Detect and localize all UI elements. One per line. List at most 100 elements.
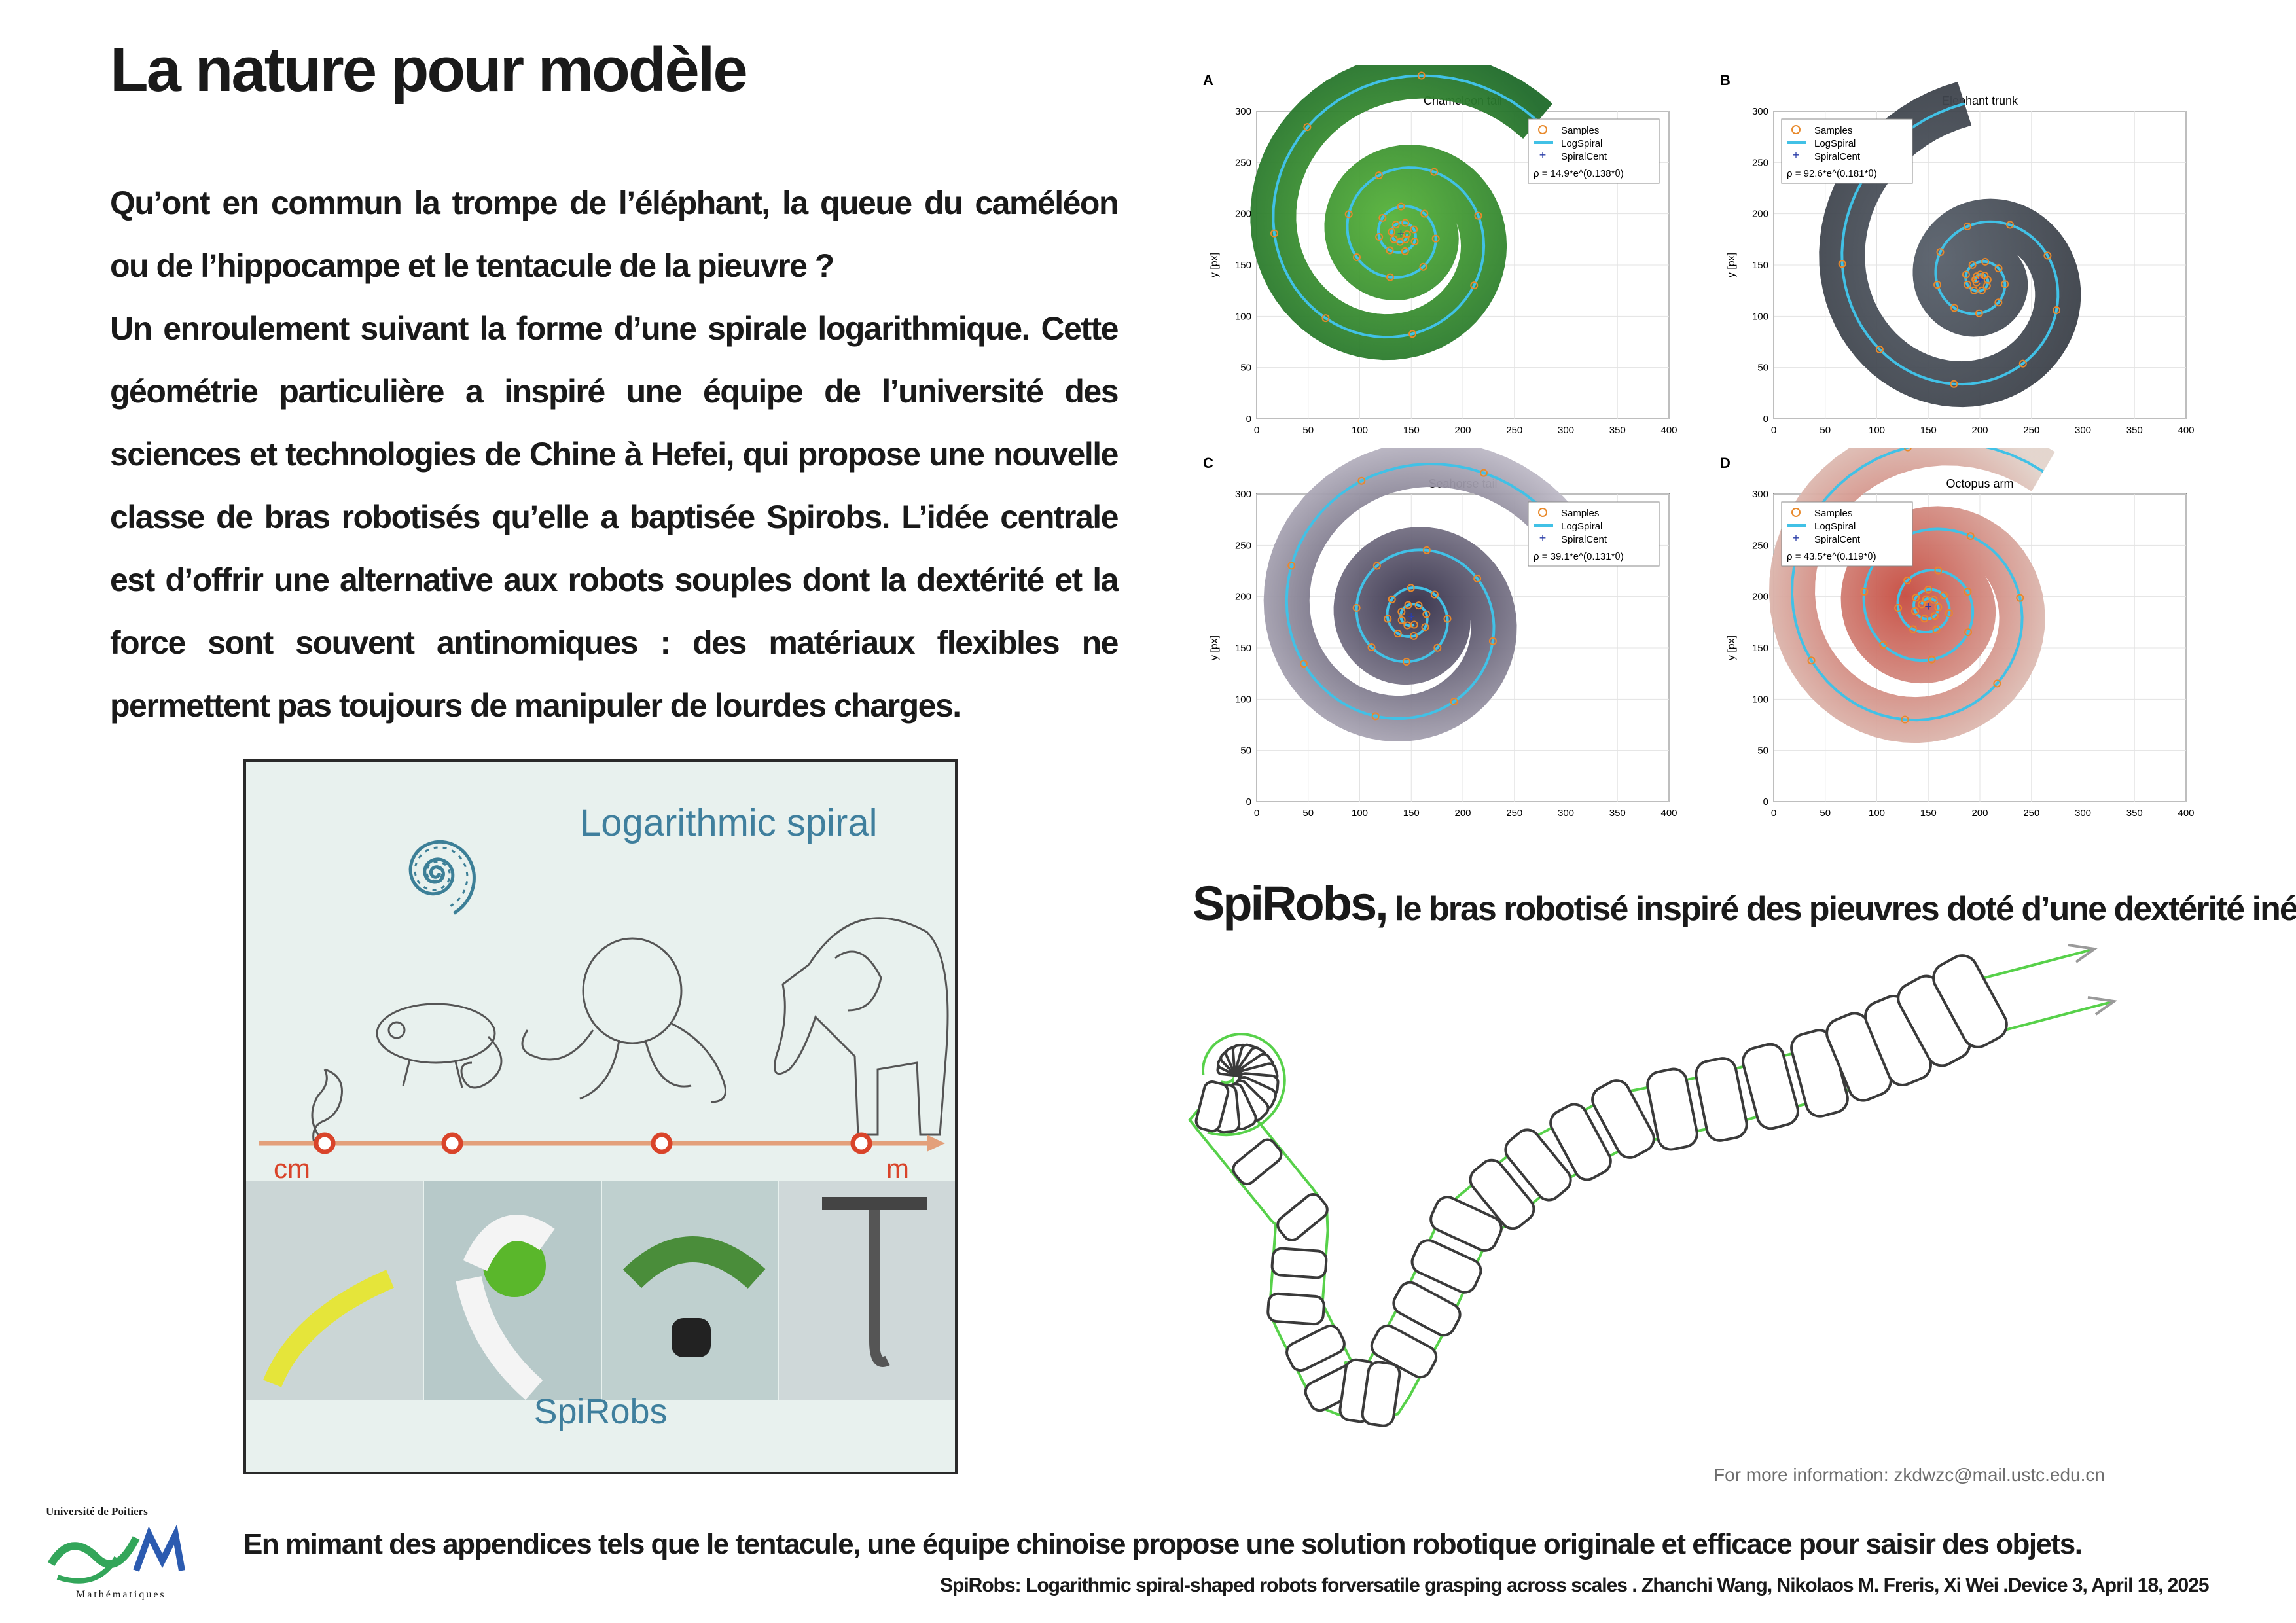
sample-point xyxy=(1976,270,1984,279)
y-tick-label: 100 xyxy=(1235,694,1251,705)
illustration-heading: Logarithmic spiral xyxy=(580,802,878,844)
spirobs-heading-text: le bras robotisé inspiré des pieuvres do… xyxy=(1386,890,2296,928)
x-tick-label: 150 xyxy=(1920,425,1937,436)
sample-point xyxy=(1450,697,1458,705)
log-spiral-drawing xyxy=(408,840,476,915)
sample-point xyxy=(2053,306,2061,314)
sample-point xyxy=(1981,257,1990,266)
sample-point xyxy=(1903,576,1912,584)
x-tick-label: 200 xyxy=(1454,425,1471,436)
intro-paragraph-2: Un enroulement suivant la forme d’une sp… xyxy=(110,310,1119,724)
arm-segment xyxy=(1270,1247,1328,1279)
x-tick-label: 400 xyxy=(1660,808,1677,819)
y-tick-label: 250 xyxy=(1752,540,1768,551)
sample-point xyxy=(1968,260,1977,269)
photo-plant-grasp xyxy=(602,1181,778,1400)
x-tick-label: 200 xyxy=(1971,425,1988,436)
sample-point xyxy=(1303,123,1312,132)
legend-box xyxy=(1781,501,1913,567)
sample-point xyxy=(1474,211,1482,220)
sample-point xyxy=(2006,221,2015,229)
panel-letter: D xyxy=(1720,455,1731,471)
sample-point xyxy=(1480,469,1488,477)
arm-segment xyxy=(1591,1079,1655,1159)
sample-point xyxy=(1299,660,1308,668)
x-tick-label: 350 xyxy=(1609,425,1626,436)
legend-center-marker: + xyxy=(1539,149,1547,162)
y-tick-label: 0 xyxy=(1763,414,1768,425)
x-tick-label: 400 xyxy=(2178,425,2194,436)
x-tick-label: 100 xyxy=(1352,425,1368,436)
sample-point xyxy=(1422,610,1431,618)
y-tick-label: 100 xyxy=(1752,694,1768,705)
sample-point xyxy=(1473,575,1482,583)
scale-marker xyxy=(441,1132,463,1154)
x-tick-label: 200 xyxy=(1454,808,1471,819)
sample-point xyxy=(2018,359,2027,368)
sample-point xyxy=(1875,345,1884,353)
sample-point xyxy=(2001,280,2009,289)
x-tick-label: 150 xyxy=(1403,808,1420,819)
spiral-center-marker: + xyxy=(1407,610,1415,624)
actuation-cable xyxy=(1989,1000,2115,1035)
y-tick-label: 150 xyxy=(1235,260,1251,271)
sample-point xyxy=(1410,632,1418,640)
y-tick-label: 50 xyxy=(1757,363,1768,374)
x-tick-label: 350 xyxy=(1609,808,1626,819)
sample-point xyxy=(1401,247,1409,255)
x-tick-label: 100 xyxy=(1869,808,1885,819)
fit-equation: ρ = 14.9*e^(0.138*θ) xyxy=(1534,168,1624,179)
sample-point xyxy=(1433,643,1442,652)
sample-point xyxy=(1344,210,1353,219)
y-axis-label: y [px] xyxy=(1209,635,1220,660)
sample-point xyxy=(2043,251,2052,260)
contact-info: For more information: zkdwzc@mail.ustc.e… xyxy=(1713,1465,2105,1485)
sample-point xyxy=(1417,71,1426,80)
sample-point xyxy=(1909,625,1917,633)
sample-point xyxy=(1397,616,1406,624)
legend-samples-marker xyxy=(1791,508,1801,517)
sample-point xyxy=(1936,248,1945,257)
spiral-center-marker: + xyxy=(1397,227,1405,241)
direction-arrow xyxy=(2068,944,2098,963)
octopus-drawing xyxy=(521,937,726,1103)
sample-point xyxy=(1420,209,1429,218)
x-tick-label: 50 xyxy=(1302,425,1314,436)
sample-point xyxy=(1403,621,1412,630)
fit-equation: ρ = 39.1*e^(0.131*θ) xyxy=(1534,551,1624,562)
y-tick-label: 200 xyxy=(1752,592,1768,603)
sample-point xyxy=(1384,615,1392,623)
x-tick-label: 350 xyxy=(2126,808,2143,819)
university-logo: Université de Poitiers Mathématiques xyxy=(31,1505,202,1610)
sample-point xyxy=(1396,238,1405,246)
x-tick-label: 0 xyxy=(1771,425,1776,436)
sample-point xyxy=(1397,607,1406,616)
sample-point xyxy=(1966,532,1975,541)
sample-point xyxy=(1422,546,1431,554)
sample-point xyxy=(1939,591,1948,599)
x-tick-label: 50 xyxy=(1302,808,1314,819)
x-tick-label: 100 xyxy=(1352,808,1368,819)
y-tick-label: 250 xyxy=(1235,540,1251,551)
caption: En mimant des appendices tels que le ten… xyxy=(243,1528,2083,1560)
photo-drone-arm xyxy=(779,1181,955,1400)
arm-segment xyxy=(1429,1196,1503,1252)
sample-point xyxy=(1964,588,1972,596)
legend-box xyxy=(1781,118,1913,184)
chameleon-drawing xyxy=(376,1003,503,1089)
y-axis-label: y [px] xyxy=(1209,253,1220,277)
sample-point xyxy=(1371,712,1380,721)
sample-point xyxy=(1407,584,1415,592)
y-tick-label: 150 xyxy=(1752,643,1768,654)
sample-point xyxy=(1904,448,1912,452)
legend-entry: SpiralCent xyxy=(1814,534,1861,545)
y-tick-label: 200 xyxy=(1235,592,1251,603)
sample-point xyxy=(1404,601,1412,609)
sample-point xyxy=(1401,219,1410,227)
legend-entry: LogSpiral xyxy=(1814,138,1856,149)
legend-box xyxy=(1528,501,1660,567)
panel-letter: C xyxy=(1203,455,1213,471)
